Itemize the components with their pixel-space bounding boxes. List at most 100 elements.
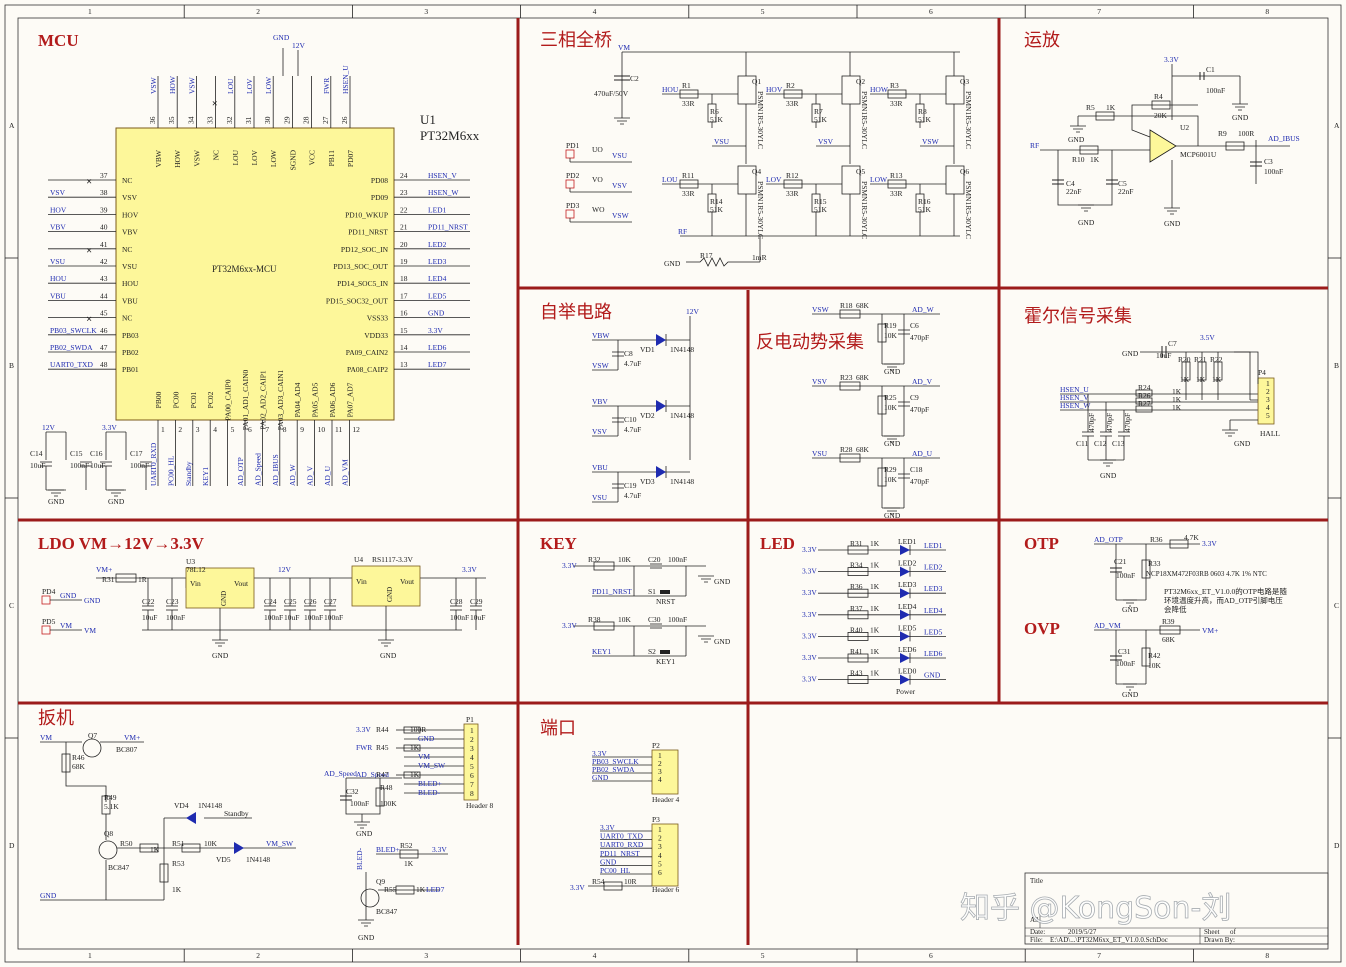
grid-col-label: 7 [1097,7,1101,16]
led-rail: 3.3V [802,610,817,619]
trigger-r49-val: 5.1K [104,802,119,811]
bridge-gate-r-ref: R2 [786,81,795,90]
opamp-r9-ref: R9 [1218,129,1227,138]
mcu-top-pin-name: VSW [192,149,201,167]
mcu-bottom-net: AD_VM [340,459,349,486]
ldo-cap-val: 100nF [264,613,283,622]
header8-net: BLED+ [418,779,442,788]
port-p3-connector [651,823,679,887]
header8-pin: 4 [470,753,474,762]
bootstrap-d-ref: VD2 [640,411,655,420]
mcu-left-pin-number: 47 [100,343,108,352]
ldo-gnd-2: GND [380,651,397,660]
mcu-left-pin-name: PB01 [122,365,139,374]
mcu-left-pin-number: 43 [100,274,108,283]
bridge-pulldown-ref: R15 [814,197,827,206]
mcu-top-pin-number: 27 [321,116,330,124]
bled-r-val: 1K [404,859,414,868]
mcu-body-label: PT32M6xx-MCU [212,264,277,274]
trigger-vm: VM [40,733,52,742]
trigger-r53-ref: R53 [172,859,185,868]
mcu-left-pin-number: 46 [100,326,108,335]
header8-ref: P1 [466,715,474,724]
mcu-left-pin-name: NC [122,176,132,185]
mcu-top-pin-name: PB11 [327,150,336,167]
bemf-gnd: GND [884,511,901,520]
mcu-top-net: LOU [226,78,235,94]
otp-note-2: 环境温度升高，而AD_OTP引脚电压 [1164,595,1283,605]
mcu-right-pin-number: 23 [400,188,408,197]
bridge-mosfet-part: PSMN1R5-30YLC [756,91,765,149]
mcu-left-pin-number: 44 [100,291,108,300]
grid-col-label: 2 [256,951,260,960]
ground-symbol [884,507,900,515]
led-ref: LED2 [898,559,917,568]
hall-cap-ref: C13 [1112,439,1125,448]
grid-col-label: 8 [1265,951,1269,960]
mcu-top-pin-name: VCC [308,150,317,165]
bemf-c-ref: C6 [910,321,919,330]
otp-note-1: PT32M6xx_ET_V1.0.0的OTP电路是随 [1164,586,1287,596]
port-p2-pin: 3 [658,767,662,776]
nc-mark-icon: ✕ [86,246,92,255]
opamp-r10-val: 1K [1090,155,1100,164]
led-net: LED4 [924,606,943,615]
bridge-output-port: PD2 [566,171,580,180]
trigger-r46-val: 68K [72,762,86,771]
mcu-right-pin-number: 13 [400,360,408,369]
ground-symbol [108,489,124,497]
port-p2-net: GND [592,773,609,782]
mcu-left-net: VBU [50,291,66,300]
bemf-r1-ref: R18 [840,301,853,310]
ldo-cap-val: 100nF [304,613,323,622]
bemf-r1 [839,381,861,391]
hall-series-net: HSEN_W [1060,401,1091,410]
bridge-output-name: WO [592,205,605,214]
gate-resistor [783,89,803,99]
mcu-right-net: LED3 [428,257,447,266]
otp-c-val: 100nF [1116,571,1135,580]
bridge-output-net: VSU [612,151,628,160]
bootstrap-vs: VSV [592,427,608,436]
key-r-ref: R38 [588,615,601,624]
header8-r-val: 100R [410,725,426,734]
bridge-mosfet-part: PSMN1R5-30YLC [964,91,973,149]
key-switch-ref: S2 [648,647,656,656]
mcu-bottom-net: AD_V [306,465,315,486]
mcu-right-pin-number: 22 [400,205,408,214]
speed-c-ref: C32 [346,787,359,796]
opamp-c5-ref: C5 [1118,179,1127,188]
grid-row-label: B [9,361,14,370]
mcu-bottom-pin-name: PB00 [154,391,163,408]
shunt-value: 1mR [752,253,767,262]
hall-rail: 3.5V [1200,333,1215,342]
port-p3-net: 3.3V [600,823,615,832]
bridge-pulldown-ref: R7 [814,107,823,116]
bootstrap-d-val: 1N4148 [670,345,694,354]
trigger-r51-ref: R51 [172,839,185,848]
grid-row-label: D [9,841,15,850]
bridge-phase-net: VSV [818,137,834,146]
led-net: LED3 [924,584,943,593]
otp-rail: 3.3V [1202,539,1217,548]
bridge-output-name: VO [592,175,603,184]
ovp-r1-val: 68K [1162,635,1176,644]
bled-r2-ref: R55 [384,885,397,894]
section-title-mcu: MCU [38,31,79,50]
bridge-mosfet-ref: Q1 [752,77,761,86]
mcu-left-pin-name: VBV [122,228,138,237]
speed-r-val: 100K [380,799,397,808]
mcu-right-pin-name: PD15_SOC32_OUT [326,296,389,305]
mcu-block: U1 PT32M6xx PT32M6xx-MCU VBW36VSWHOW35HO… [30,33,480,506]
ldo-u4-vout: Vout [400,577,415,586]
speed-c-val: 100nF [350,799,369,808]
ldo-u3-gnd: GND [220,591,228,606]
opamp-gnd-2: GND [1068,135,1085,144]
led-ref: LED3 [898,580,917,589]
header8-pin: 6 [470,771,474,780]
nc-mark-icon: ✕ [86,315,92,324]
bridge-mosfet-part: PSMN1R5-30YLC [860,181,869,239]
bootstrap-c-val: 4.7uF [624,491,641,500]
bemf-r2-val: 10K [884,331,898,340]
ldo-u3-vout: Vout [234,579,249,588]
